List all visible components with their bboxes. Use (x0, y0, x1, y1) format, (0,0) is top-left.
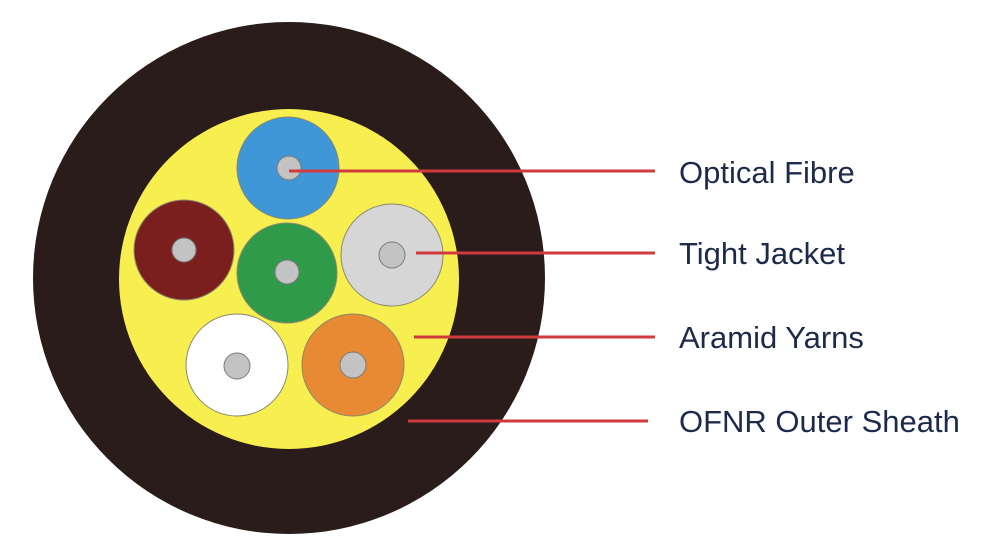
fibre-brown (133, 199, 235, 301)
fibre-green-core (274, 259, 300, 285)
fibre-white-core (223, 352, 251, 380)
fibre-orange-core (339, 351, 367, 379)
label-aramid-yarns: Aramid Yarns (679, 320, 864, 355)
fibre-white (185, 313, 289, 417)
fibre-blue-core (276, 155, 302, 181)
fibre-grey-core (378, 241, 406, 269)
label-optical-fibre: Optical Fibre (679, 155, 855, 190)
label-tight-jacket: Tight Jacket (679, 236, 845, 271)
label-ofnr-outer-sheath: OFNR Outer Sheath (679, 404, 960, 439)
fibre-orange (301, 313, 405, 417)
fibre-green (236, 222, 338, 324)
fibre-grey (340, 203, 444, 307)
fibre-brown-core (171, 237, 197, 263)
fibre-blue (236, 116, 340, 220)
